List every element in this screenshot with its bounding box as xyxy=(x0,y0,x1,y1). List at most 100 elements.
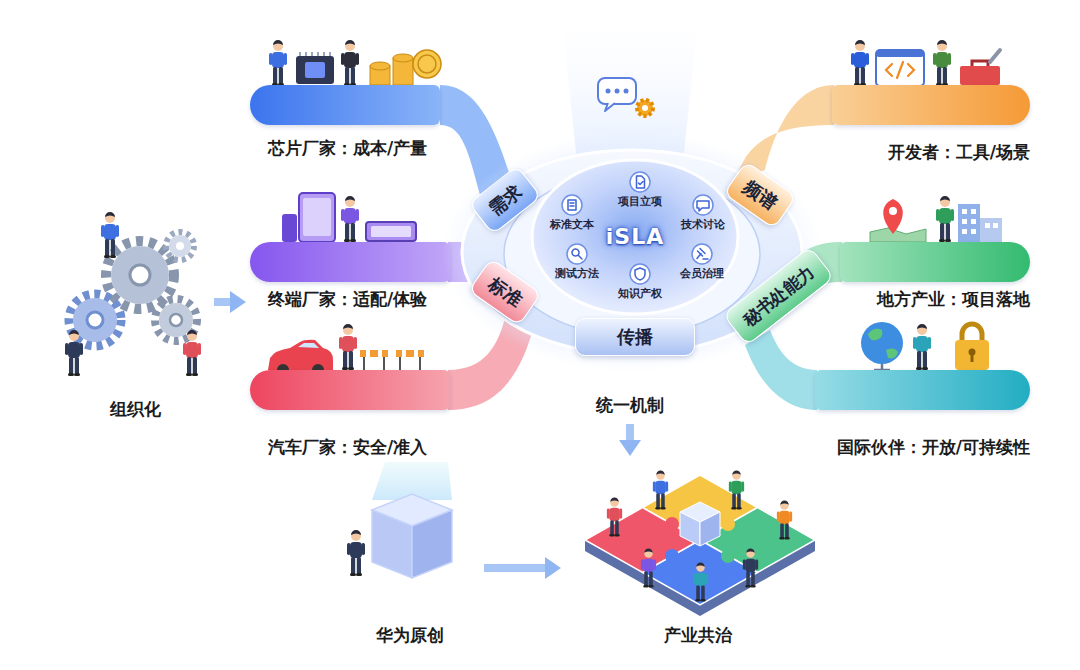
developer-scene-part xyxy=(990,50,1000,62)
gear-cluster-part xyxy=(159,303,193,337)
item-icon-part xyxy=(568,200,576,210)
gear-cluster-part xyxy=(183,330,201,376)
band-bar xyxy=(832,85,1030,125)
arrow-shaft xyxy=(626,424,634,442)
chip-scene-part xyxy=(370,62,390,70)
device-scene-part xyxy=(366,222,416,241)
local-scene-part xyxy=(962,219,967,224)
band-bar xyxy=(815,370,1030,410)
developer-scene-part xyxy=(972,61,988,66)
band-label: 地方产业：项目落地 xyxy=(877,288,1030,310)
partner-scene-part xyxy=(971,354,974,362)
car-scene-part xyxy=(268,340,333,370)
local-scene-part xyxy=(883,199,903,234)
figure-block: 组织化 xyxy=(60,210,210,422)
car-scene-part xyxy=(378,350,382,357)
core-item: 标准文本 xyxy=(550,194,594,232)
chip-scene-part xyxy=(370,54,413,85)
arrow-head xyxy=(619,440,641,456)
item-icon xyxy=(629,171,651,193)
gear-cluster-part xyxy=(87,312,103,328)
developer-scene-part xyxy=(960,66,1000,85)
flow-arrow xyxy=(214,291,246,313)
item-label: 项目立项 xyxy=(618,195,662,209)
partner-scene-part xyxy=(913,324,931,370)
item-icon-part xyxy=(697,249,708,260)
gear-cluster-part xyxy=(166,232,194,260)
local-scene-part xyxy=(993,223,998,228)
item-icon-part xyxy=(562,195,582,215)
core-shape-part xyxy=(532,160,738,314)
flow-arrow xyxy=(484,557,561,579)
puzzle-part xyxy=(721,517,735,531)
puzzle-part xyxy=(777,500,792,539)
car-scene-part xyxy=(396,350,424,357)
developer-scene-part xyxy=(851,40,869,86)
core-item: 技术讨论 xyxy=(681,194,725,232)
gear-cluster-part xyxy=(111,246,169,304)
band-label: 汽车厂家：安全/准入 xyxy=(250,436,427,458)
stakeholder-band: 汽车厂家：安全/准入 xyxy=(250,370,450,458)
puzzle-part xyxy=(607,497,622,536)
band-label: 芯片厂家：成本/产量 xyxy=(250,137,427,159)
puzzle xyxy=(585,470,815,616)
chip-scene-part xyxy=(393,54,413,62)
chip-scene xyxy=(269,40,441,86)
segment-label: 需求 xyxy=(484,180,526,220)
arrow-head xyxy=(545,557,561,579)
glass-cube-part xyxy=(347,530,365,576)
chip-scene-part xyxy=(300,52,330,56)
stakeholder-band: 国际伙伴：开放/可持续性 xyxy=(815,370,1030,458)
item-label: 测试方法 xyxy=(555,267,599,281)
item-icon-part xyxy=(567,244,587,264)
glass-cube-part xyxy=(412,510,452,578)
puzzle-part xyxy=(653,470,668,509)
device-scene-part xyxy=(303,198,331,236)
chip-scene-part xyxy=(296,56,334,84)
band-bar xyxy=(250,85,440,125)
car-scene-part xyxy=(339,324,357,370)
gear-cluster-part xyxy=(170,314,182,326)
glass-cube-part xyxy=(372,510,412,578)
partner-scene-part xyxy=(962,324,982,342)
item-label: 知识产权 xyxy=(618,287,662,301)
band-bar xyxy=(840,242,1030,282)
stakeholder-band: 开发者：工具/场景 xyxy=(832,85,1030,163)
arrow-shaft xyxy=(484,564,547,572)
chat-icon-part xyxy=(624,89,629,94)
item-icon-part xyxy=(630,172,650,192)
puzzle-part xyxy=(721,549,735,563)
gear-cluster-part xyxy=(65,330,83,376)
chip-scene-part xyxy=(413,50,441,78)
puzzle-part xyxy=(743,548,758,587)
local-scene-part xyxy=(962,209,998,234)
figure-block: 产业共治 xyxy=(565,460,830,648)
device-scene xyxy=(282,193,416,242)
puzzle-part xyxy=(729,470,744,509)
band-label: 开发者：工具/场景 xyxy=(888,141,1030,163)
local-scene xyxy=(870,196,1002,242)
item-icon-part xyxy=(697,201,709,211)
local-scene-part xyxy=(936,196,954,242)
partner-scene-part xyxy=(868,329,898,359)
item-icon-part xyxy=(692,244,712,264)
stakeholder-band: 地方产业：项目落地 xyxy=(840,242,1030,310)
core-item: 项目立项 xyxy=(618,171,662,209)
core-circle: iSLA项目立项标准文本技术讨论测试方法会员治理知识产权 xyxy=(530,158,740,316)
chip-scene-part xyxy=(269,40,287,86)
chat-icon-part xyxy=(615,89,620,94)
item-icon xyxy=(692,194,714,216)
local-scene-part xyxy=(889,207,897,215)
puzzle-part xyxy=(665,517,679,531)
device-scene-part xyxy=(341,196,359,242)
gear-cluster-part xyxy=(130,265,150,285)
device-scene-part xyxy=(282,214,297,242)
segment-label: 标准 xyxy=(484,273,526,312)
band-label: 终端厂家：适配/体验 xyxy=(250,288,427,310)
item-icon xyxy=(691,243,713,265)
stakeholder-band: 芯片厂家：成本/产量 xyxy=(250,85,440,159)
chip-scene-part xyxy=(418,55,436,73)
puzzle-part xyxy=(693,562,708,601)
chat-icon-part xyxy=(605,103,615,111)
